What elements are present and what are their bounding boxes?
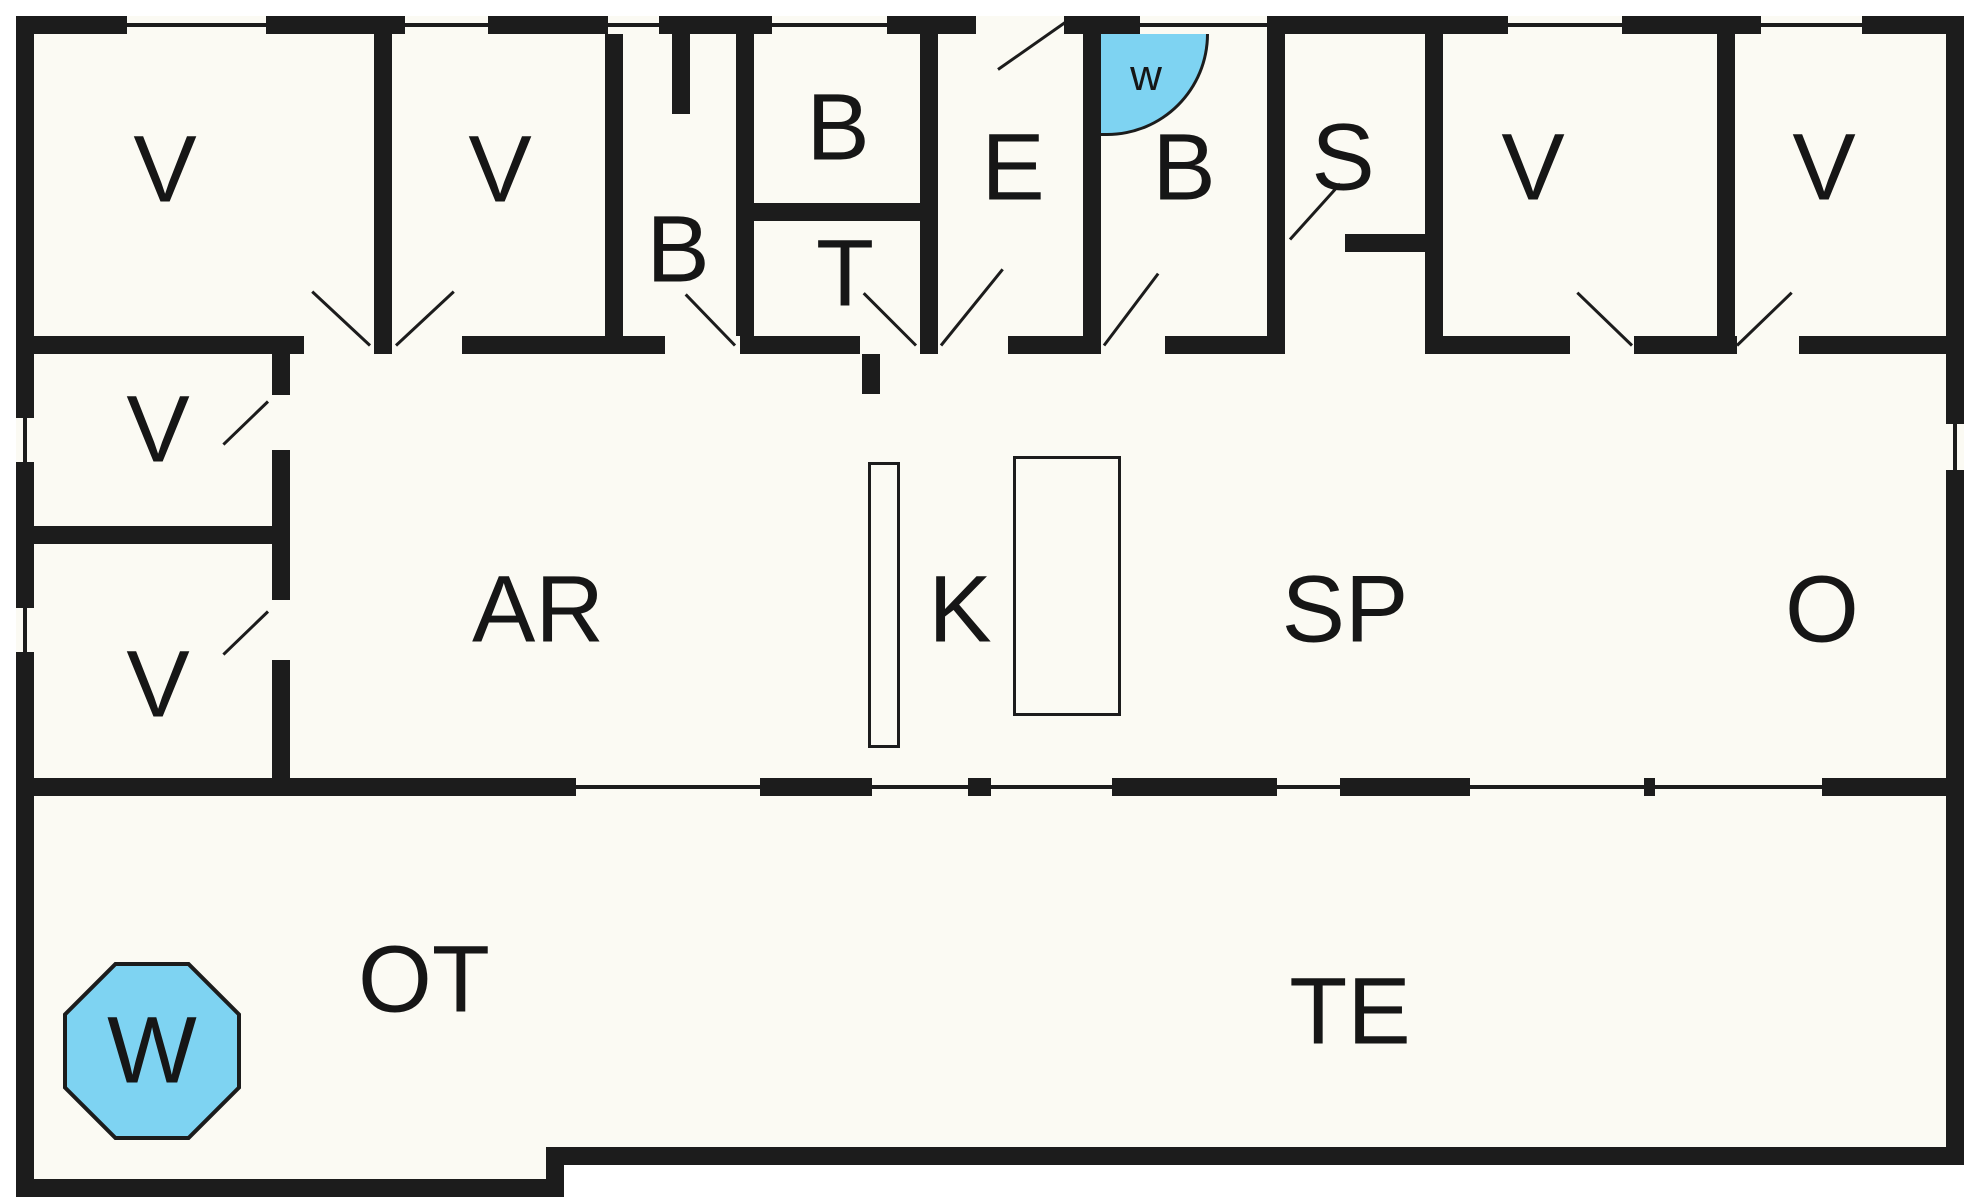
- window: [991, 778, 1112, 796]
- wall-entry-bath: [1083, 34, 1101, 354]
- wall-v5v6-east: [272, 354, 290, 778]
- wall-closet-stub: [672, 34, 690, 114]
- wall-bath-toilet: [754, 203, 938, 221]
- whirlpool-label: W: [107, 997, 197, 1104]
- whirlpool-basin: [67, 966, 237, 1136]
- wall-hall-bath: [736, 34, 754, 354]
- door-opening-entry: [938, 336, 1008, 354]
- window: [1761, 16, 1862, 34]
- kitchen-counter: [868, 462, 900, 748]
- wall-terrace-south-right: [546, 1147, 1964, 1165]
- room-label-v5: V: [126, 376, 190, 483]
- room-label-dining: SP: [1281, 556, 1409, 663]
- window: [608, 16, 659, 34]
- room-label-bath: B: [1152, 114, 1216, 221]
- window: [405, 16, 488, 34]
- door-opening-v6: [272, 600, 290, 660]
- wall-west: [16, 16, 34, 1197]
- window: [16, 608, 34, 652]
- window: [1470, 778, 1644, 796]
- room-label-v3: V: [1501, 114, 1565, 221]
- room-label-v2: V: [468, 116, 532, 223]
- whirlpool: [63, 962, 241, 1140]
- room-label-toilet: T: [815, 220, 875, 327]
- room-label-storage: S: [1311, 104, 1375, 211]
- floor-terrace: [34, 796, 1946, 1147]
- wall-v3-v4: [1717, 34, 1735, 354]
- door-opening-toilet: [860, 336, 920, 354]
- room-label-terrace: TE: [1289, 958, 1411, 1065]
- window: [127, 16, 266, 34]
- wall-east: [1946, 16, 1964, 1165]
- wall-v5-v6: [16, 526, 290, 544]
- window: [872, 778, 968, 796]
- room-label-o: O: [1785, 556, 1859, 663]
- shower-label: w: [1130, 51, 1162, 100]
- wall-bath-entry: [920, 34, 938, 354]
- window: [1655, 778, 1822, 796]
- door-opening-v4: [1737, 336, 1799, 354]
- room-label-bath-upper: B: [806, 74, 870, 181]
- wall-bath-storage: [1267, 34, 1285, 354]
- kitchen-island: [1013, 456, 1121, 716]
- room-label-v1: V: [133, 116, 197, 223]
- window: [1140, 16, 1267, 34]
- room-label-v6: V: [126, 631, 190, 738]
- window: [576, 778, 760, 796]
- wall-v2-hall: [605, 34, 623, 354]
- wall-kitchen-stub: [862, 354, 880, 394]
- window: [1277, 778, 1340, 796]
- room-label-covered-terrace: OT: [358, 926, 490, 1033]
- window: [1508, 16, 1622, 34]
- wall-storage-bottom: [1345, 234, 1425, 252]
- wall-terrace-south-left: [16, 1179, 564, 1197]
- room-label-entry: E: [981, 114, 1045, 221]
- opening-storage-nook: [1285, 336, 1425, 354]
- door-opening-v3: [1570, 336, 1634, 354]
- door-opening-v2: [392, 336, 462, 354]
- window: [1946, 424, 1964, 470]
- wall-south-house: [34, 778, 1946, 796]
- door-opening-hall: [665, 336, 740, 354]
- room-label-hall-b: B: [646, 196, 710, 303]
- door-opening-v5: [272, 395, 290, 450]
- wall-storage-v3: [1425, 34, 1443, 354]
- window: [772, 16, 887, 34]
- door-opening-bath: [1101, 336, 1165, 354]
- window: [16, 418, 34, 462]
- room-label-kitchen: K: [928, 556, 992, 663]
- floor-house: [34, 34, 1946, 778]
- door-opening-v1: [304, 336, 374, 354]
- wall-v1-v2: [374, 34, 392, 354]
- room-label-living: AR: [472, 556, 604, 663]
- room-label-v4: V: [1792, 114, 1856, 221]
- door-opening-main-entrance: [976, 16, 1064, 34]
